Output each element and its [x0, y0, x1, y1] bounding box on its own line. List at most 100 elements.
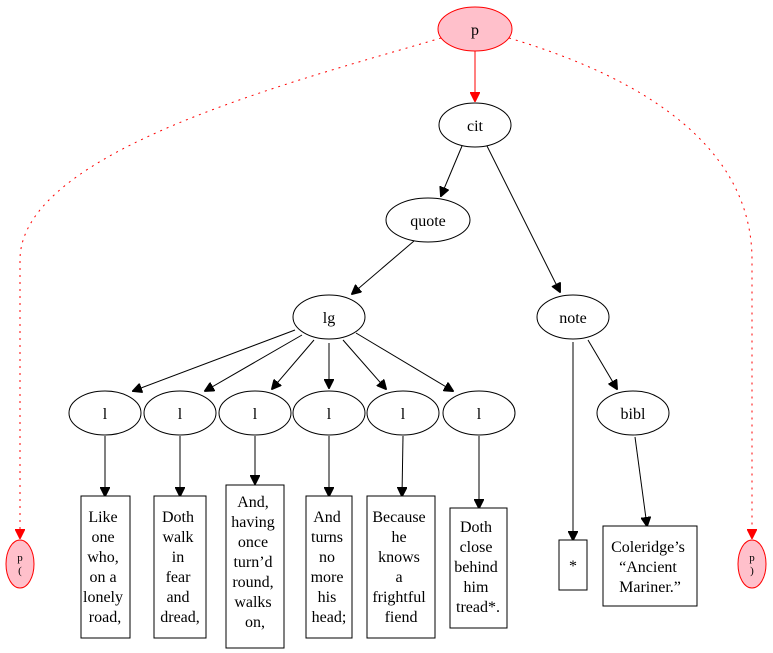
leaf-line-3-word: once: [238, 534, 268, 551]
leaf-note-star-text: *: [569, 558, 577, 575]
leaf-line-3-word: having: [231, 514, 275, 531]
leaf-line-5-word: fiend: [385, 609, 418, 626]
leaf-line-2-word: in: [172, 549, 184, 566]
node-l-4-label: l: [327, 406, 332, 423]
leaf-line-6: Doth close behind him tread*.: [449, 507, 508, 629]
node-cit: cit: [438, 102, 512, 148]
leaf-bibl: Coleridge’s “Ancient Mariner.”: [602, 525, 698, 607]
node-l-4: l: [292, 390, 366, 436]
leaf-line-2-word: walk: [162, 529, 193, 546]
edge-lg-l1: [133, 329, 296, 391]
leaf-line-5-word: Because: [372, 509, 425, 526]
edge-p-left-marker: [20, 37, 442, 538]
leaf-line-1-word: who,: [87, 549, 119, 566]
leaf-line-6-word: him: [464, 579, 489, 596]
svg-text:Because he knows: Because he knows a frightful fiend: [372, 509, 429, 626]
leaf-line-6-word: behind: [454, 559, 498, 576]
node-l-3-label: l: [253, 406, 258, 423]
node-l-6: l: [442, 390, 516, 436]
left-marker-line1: p: [17, 552, 23, 564]
node-l-1: l: [68, 390, 142, 436]
node-l-1-label: l: [103, 406, 108, 423]
node-left-marker: p (: [5, 539, 35, 589]
node-l-3: l: [218, 390, 292, 436]
svg-text:And, having once: And, having once turn’d round, walks on,: [231, 494, 279, 631]
edge-lg-l2: [205, 334, 303, 391]
node-p-root-label: p: [471, 22, 479, 39]
leaf-line-2: Doth walk in fear and dread,: [153, 495, 207, 639]
leaf-bibl-line: Mariner.”: [619, 579, 681, 596]
edge-l5-text: [402, 435, 403, 496]
leaf-line-5-word: knows: [378, 549, 420, 566]
leaf-line-1-word: lonely: [83, 589, 123, 606]
leaf-line-1-word: on a: [89, 569, 116, 586]
svg-text:Coleridge’s “Ancient: Coleridge’s “Ancient Mariner.”: [611, 539, 689, 596]
leaf-line-5: Because he knows a frightful fiend: [366, 495, 436, 639]
node-cit-label: cit: [467, 118, 484, 135]
svg-text:Doth walk in: Doth walk in fear and dread,: [160, 509, 200, 626]
leaf-line-3-word: walks: [234, 594, 271, 611]
edge-cit-note: [486, 145, 560, 292]
node-lg-label: lg: [323, 310, 335, 327]
right-marker-line1: p: [749, 552, 755, 564]
svg-text:Doth close behind: Doth close behind him tread*.: [454, 519, 502, 616]
node-bibl: bibl: [596, 390, 670, 436]
leaf-line-1-word: one: [91, 529, 114, 546]
leaf-line-3-word: round,: [232, 574, 273, 591]
leaf-line-4-word: And: [313, 509, 341, 526]
leaf-line-4-word: head;: [312, 609, 347, 626]
edge-note-bibl: [587, 339, 617, 389]
node-quote-label: quote: [410, 213, 446, 230]
leaf-line-1: Like one who, on a lonely road,: [80, 495, 131, 639]
node-l-5: l: [366, 390, 440, 436]
svg-text:And turns no: And turns no more his head;: [311, 509, 348, 626]
node-l-2: l: [143, 390, 217, 436]
edge-lg-l5: [342, 339, 386, 389]
leaf-bibl-line: Coleridge’s: [611, 539, 685, 556]
node-lg: lg: [292, 294, 366, 340]
node-right-marker: p ): [737, 539, 767, 589]
leaf-line-1-word: Like: [88, 509, 117, 526]
node-l-5-label: l: [401, 406, 406, 423]
leaf-line-5-word: he: [391, 529, 406, 546]
svg-text:Like one who,: Like one who, on a lonely road,: [83, 509, 127, 626]
leaf-line-4-word: his: [318, 589, 337, 606]
leaf-line-1-word: road,: [89, 609, 121, 626]
leaf-line-3: And, having once turn’d round, walks on,: [225, 484, 285, 649]
leaf-line-4-word: turns: [311, 529, 343, 546]
left-marker-line2: (: [18, 565, 22, 577]
leaf-line-4-word: no: [319, 549, 335, 566]
node-note: note: [536, 294, 610, 340]
leaf-line-6-word: Doth: [460, 519, 492, 536]
leaf-bibl-line: “Ancient: [619, 559, 677, 576]
leaf-line-2-word: dread,: [160, 609, 200, 626]
leaf-line-5-word: a: [395, 569, 402, 586]
leaf-line-3-word: And,: [237, 494, 269, 511]
leaf-note-star: *: [558, 539, 588, 591]
leaf-line-2-word: fear: [166, 569, 192, 586]
edge-bibl-text: [634, 436, 647, 526]
edge-cit-quote: [441, 145, 463, 196]
leaf-line-4-word: more: [311, 569, 344, 586]
leaf-line-2-word: and: [166, 589, 189, 606]
edge-lg-l6: [355, 332, 453, 391]
edge-quote-lg: [352, 240, 415, 294]
leaf-line-3-word: turn’d: [233, 554, 272, 571]
node-bibl-label: bibl: [621, 406, 646, 423]
leaf-line-3-word: on,: [245, 614, 265, 631]
leaf-line-6-word: tread*.: [456, 599, 500, 616]
leaf-line-5-word: frightful: [372, 589, 426, 606]
edge-lg-l3: [272, 339, 315, 389]
leaf-line-6-word: close: [460, 539, 493, 556]
node-l-2-label: l: [178, 406, 183, 423]
node-note-label: note: [559, 310, 587, 327]
right-marker-line2: ): [750, 565, 754, 577]
node-quote: quote: [385, 197, 471, 243]
edges: [20, 37, 752, 540]
node-p-root: p: [437, 6, 513, 52]
node-l-6-label: l: [477, 406, 482, 423]
leaf-line-2-word: Doth: [162, 509, 194, 526]
edge-p-right-marker: [508, 37, 752, 538]
leaf-line-4: And turns no more his head;: [305, 495, 353, 639]
